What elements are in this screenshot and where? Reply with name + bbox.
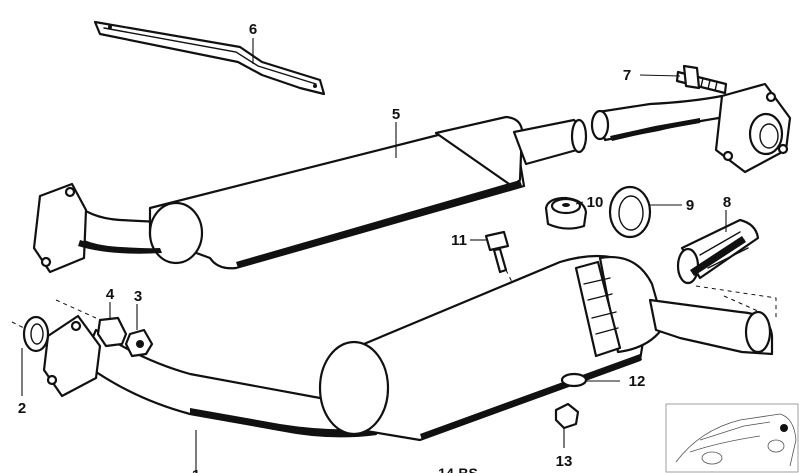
callout-12: 12 bbox=[629, 373, 646, 390]
bolt-part-7 bbox=[675, 64, 728, 95]
callout-1: 1 bbox=[192, 467, 200, 473]
callout-labels: 6 5 7 8 9 10 11 4 3 2 12 13 1 bbox=[18, 21, 731, 473]
bolt-part-11 bbox=[484, 230, 510, 274]
callout-9: 9 bbox=[686, 197, 694, 214]
diagram-code: 14-BS bbox=[438, 465, 478, 473]
installation-lines bbox=[11, 269, 777, 329]
vehicle-location-thumbnail bbox=[665, 403, 799, 473]
callout-13: 13 bbox=[556, 453, 573, 470]
gasket-ring-part-9 bbox=[608, 185, 652, 239]
hanger-strap-part-6 bbox=[93, 20, 326, 96]
rear-muffler bbox=[318, 254, 774, 442]
callout-11: 11 bbox=[451, 232, 467, 249]
nut-part-3 bbox=[124, 328, 154, 358]
leader-lines bbox=[21, 38, 727, 472]
nut-part-13 bbox=[554, 402, 580, 430]
callout-5: 5 bbox=[392, 106, 400, 123]
front-pipe-part-1 bbox=[42, 314, 384, 438]
center-silencer-part-5 bbox=[32, 115, 588, 274]
callout-4: 4 bbox=[106, 286, 115, 303]
stud-part-4 bbox=[96, 316, 128, 348]
callout-3: 3 bbox=[134, 288, 142, 305]
callout-8: 8 bbox=[723, 194, 731, 211]
rubber-mount-part-10 bbox=[544, 196, 588, 230]
callout-7: 7 bbox=[623, 67, 631, 84]
clamp-part-12 bbox=[560, 260, 622, 388]
front-pipe-flange bbox=[590, 82, 792, 174]
callout-6: 6 bbox=[249, 21, 257, 38]
location-marker-icon bbox=[780, 424, 788, 432]
callout-2: 2 bbox=[18, 400, 26, 417]
callout-10: 10 bbox=[587, 194, 604, 211]
gasket-part-2 bbox=[22, 315, 50, 353]
connecting-sleeve-part-8 bbox=[676, 218, 760, 285]
